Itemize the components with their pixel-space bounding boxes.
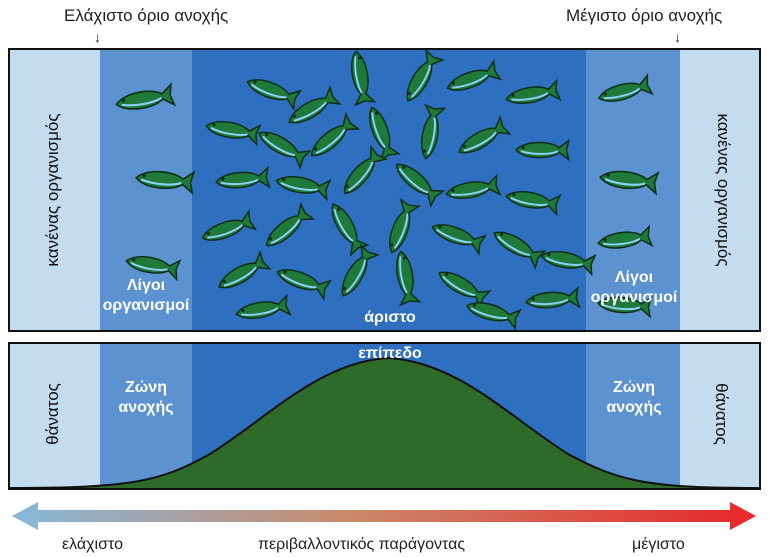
optimal-level-label-line2: επίπεδο — [340, 344, 440, 364]
axis-title: περιβαλλοντικός παράγοντας — [258, 536, 465, 554]
axis-min-label: ελάχιστο — [62, 536, 123, 554]
no-organisms-left-label: κανένας οργανισμός — [43, 100, 63, 280]
organisms-panel: κανένας οργανισμός κανένας οργανισμός Λί… — [8, 48, 761, 332]
death-right-label: θάνατος — [711, 369, 731, 459]
no-organisms-right-label: κανένας οργανισμός — [713, 100, 733, 280]
max-limit-arrow-icon: ↓ — [674, 30, 681, 44]
few-organisms-right-label: Λίγοι οργανισμοί — [582, 268, 686, 308]
death-left-label: θάνατος — [43, 369, 63, 459]
optimal-level-label-line1: άριστο — [340, 308, 440, 328]
environmental-factor-arrow — [12, 500, 756, 532]
tolerance-zone-left-label: Ζώνη ανοχής — [98, 378, 194, 418]
few-organisms-left-label: Λίγοι οργανισμοί — [96, 276, 196, 316]
tolerance-curve-panel: επίπεδο θάνατος θάνατος Ζώνη ανοχής Ζώνη… — [8, 342, 761, 490]
max-tolerance-label: Μέγιστο όριο ανοχής — [566, 6, 722, 26]
min-tolerance-label: Ελάχιστο όριο ανοχής — [64, 6, 228, 26]
min-limit-arrow-icon: ↓ — [94, 30, 101, 44]
axis-max-label: μέγιστο — [632, 536, 685, 554]
tolerance-zone-right-label: Ζώνη ανοχής — [586, 378, 682, 418]
